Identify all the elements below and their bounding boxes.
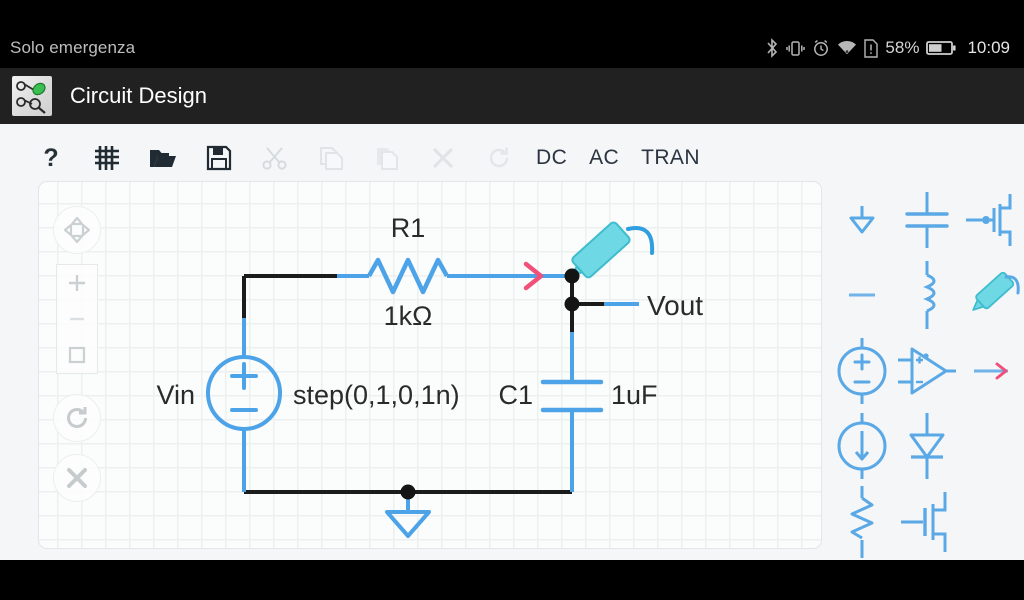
open-folder-icon[interactable]: [142, 135, 184, 181]
battery-icon: [926, 40, 957, 56]
label-r1-value: 1kΩ: [384, 301, 433, 331]
wire-blue-segments: [242, 274, 639, 512]
vibrate-icon: [786, 39, 806, 58]
pan-arrows-icon: [63, 216, 91, 244]
inductor-icon: [923, 261, 936, 330]
palette-current-probe[interactable]: [959, 333, 1024, 409]
label-vout: Vout: [647, 290, 703, 321]
junction-node: [564, 296, 580, 312]
palette-spacer-1: [959, 409, 1024, 485]
help-label: ?: [43, 143, 59, 172]
palette-mosfet[interactable]: [895, 484, 960, 560]
capacitor-c1-symbol: [540, 379, 604, 413]
resistor-icon: [850, 486, 874, 558]
palette-inductor[interactable]: [895, 258, 960, 334]
label-r1: R1: [391, 213, 426, 243]
label-vin-value: step(0,1,0,1n): [293, 380, 460, 410]
palette-nmos[interactable]: [959, 182, 1024, 258]
label-c1-value: 1uF: [611, 380, 658, 410]
palette-spacer-2: [959, 484, 1024, 560]
status-icons: 58% 10:09: [765, 38, 1010, 58]
opamp-icon: [897, 347, 956, 395]
save-icon[interactable]: [198, 135, 240, 181]
label-vin: Vin: [156, 380, 195, 410]
palette-voltage-source[interactable]: [830, 333, 895, 409]
component-palette: [830, 182, 1024, 560]
resistor-r1-symbol: [367, 257, 454, 295]
delete-button[interactable]: [53, 454, 101, 502]
palette-wire[interactable]: [830, 258, 895, 334]
palette-voltage-probe[interactable]: [959, 258, 1024, 334]
wire-icon: [849, 293, 876, 297]
ground-icon: [849, 205, 875, 234]
redo-icon: [478, 135, 520, 181]
bottom-black-bar: [0, 560, 1024, 600]
rotate-button[interactable]: [53, 394, 101, 442]
probe-icon: [971, 272, 1020, 312]
current-arrow-icon: [973, 362, 1008, 380]
plus-icon: [69, 275, 85, 291]
palette-opamp[interactable]: [895, 333, 960, 409]
zoom-out-button[interactable]: [57, 301, 97, 337]
schematic-drawing: R1 1kΩ Vin step(0,1,0,1n) C1 1uF Vout: [156, 213, 703, 538]
alarm-icon: [812, 39, 830, 57]
close-x-icon: [67, 468, 87, 488]
cut-icon: [254, 135, 296, 181]
help-icon[interactable]: ?: [30, 135, 72, 181]
bluetooth-icon: [765, 38, 779, 58]
capacitor-icon: [905, 191, 949, 248]
android-status-bar: Solo emergenza: [0, 28, 1024, 68]
page-title: Circuit Design: [70, 83, 207, 108]
mosfet-icon: [900, 492, 947, 552]
current-probe-marker: [523, 261, 544, 291]
canvas-area: R1 1kΩ Vin step(0,1,0,1n) C1 1uF Vout: [0, 178, 1024, 560]
palette-resistor[interactable]: [830, 484, 895, 560]
carrier-label: Solo emergenza: [10, 38, 136, 57]
zoom-fit-button[interactable]: [57, 337, 97, 373]
nmos-transistor-icon: [965, 193, 1012, 246]
minus-icon: [70, 317, 84, 321]
square-icon: [68, 346, 86, 364]
clock-label: 10:09: [967, 38, 1010, 57]
zoom-controls: [56, 264, 98, 374]
voltage-source-vin-symbol: [206, 355, 282, 431]
palette-diode[interactable]: [895, 409, 960, 485]
toolbar: ?: [0, 124, 1024, 192]
ac-analysis-button[interactable]: AC: [589, 146, 620, 169]
pan-control[interactable]: [53, 206, 101, 254]
dc-analysis-button[interactable]: DC: [536, 146, 568, 169]
battery-percent-label: 58%: [885, 38, 920, 57]
tran-analysis-button[interactable]: TRAN: [641, 146, 700, 169]
schematic-canvas[interactable]: R1 1kΩ Vin step(0,1,0,1n) C1 1uF Vout: [38, 181, 822, 549]
palette-capacitor[interactable]: [895, 182, 960, 258]
app-bar: Circuit Design: [0, 68, 1024, 124]
label-c1: C1: [498, 380, 533, 410]
circuit-design-app-icon: [12, 76, 52, 116]
top-black-bar: [0, 0, 1024, 28]
rotate-icon: [67, 407, 87, 428]
copy-icon: [310, 135, 352, 181]
diode-icon: [909, 413, 945, 480]
palette-ground[interactable]: [830, 182, 895, 258]
paste-icon: [366, 135, 408, 181]
grid-icon[interactable]: [86, 135, 128, 181]
sim-warning-icon: [864, 38, 879, 58]
palette-current-source[interactable]: [830, 409, 895, 485]
junction-node: [400, 484, 416, 500]
voltage-source-icon: [837, 337, 887, 404]
zoom-in-button[interactable]: [57, 265, 97, 301]
current-source-icon: [837, 413, 887, 480]
wifi-icon: [837, 40, 857, 56]
ground-symbol: [385, 510, 431, 538]
delete-icon: [422, 135, 464, 181]
junction-node: [564, 268, 580, 284]
